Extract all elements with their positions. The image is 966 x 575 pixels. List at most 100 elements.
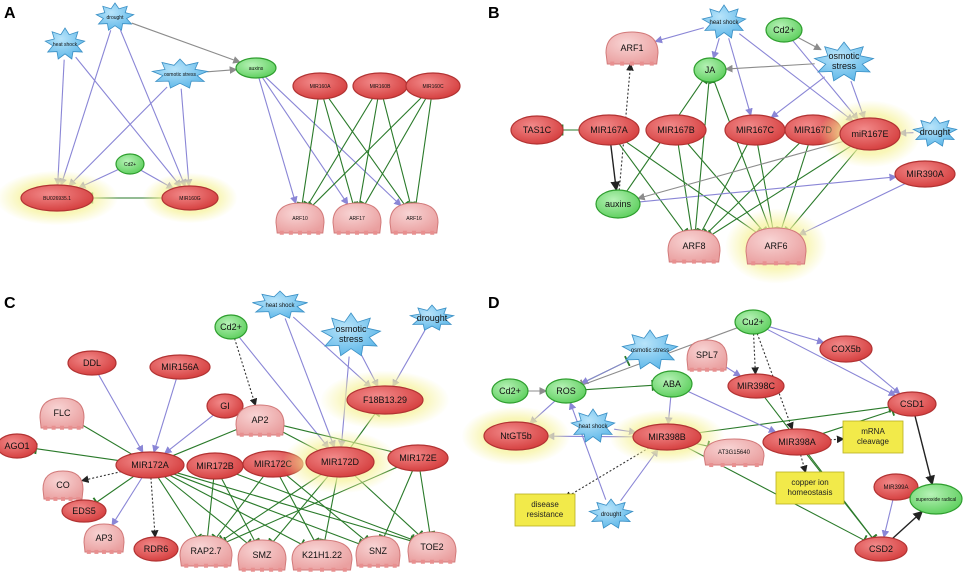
target-gene-node-shape	[332, 202, 382, 234]
node-d-mir398c: MIR398C	[727, 373, 785, 399]
stress-node-star	[621, 329, 679, 370]
gene-foot-shape	[649, 61, 654, 66]
edge-b_heat-to-b_ja	[711, 38, 720, 60]
node-b-mir167e: miR167E	[819, 100, 921, 168]
edge-b_arf6-to-b_ja	[708, 78, 771, 229]
node-d-csd2: CSD2	[854, 536, 908, 562]
node-b-mir167b: MIR167B	[645, 114, 707, 146]
node-c-co: CO	[42, 470, 84, 501]
gene-foot-shape	[421, 230, 426, 235]
gene-foot-shape	[743, 463, 748, 468]
edge-b_auxins-to-b_arf1	[618, 62, 634, 191]
node-c-ago1: AGO1	[0, 433, 38, 459]
node-label: MIR399A	[883, 485, 908, 491]
gene-foot-shape	[367, 563, 372, 568]
node-c-mir172b: MIR172B	[186, 452, 244, 480]
stress-node-star	[912, 116, 958, 147]
gene-foot-shape	[269, 567, 274, 572]
gene-foot-shape	[260, 567, 264, 572]
panel-letter-d: D	[488, 295, 500, 312]
edge-b_auxins-to-b_mir390a	[639, 173, 898, 203]
node-d-mir399a: MIR399A	[873, 473, 919, 501]
edge-d_mir398a-to-d_copper	[800, 454, 808, 474]
node-d-spl7: SPL7	[686, 339, 728, 372]
node-d-ros: ROS	[545, 378, 587, 404]
edge-b_osm-to-b_mir167c	[770, 76, 826, 119]
edge-c_mir172a-to-c_snz	[173, 473, 362, 550]
gene-foot-shape	[279, 230, 284, 235]
node-label: CSD1	[900, 399, 924, 409]
node-label: miR167E	[851, 129, 888, 139]
gene-foot-shape	[248, 432, 253, 437]
node-label: drought	[601, 512, 622, 518]
node-label: heat shock	[578, 424, 608, 430]
node-a-mir160c: MIR160C	[405, 72, 461, 100]
node-label: NtGT5b	[500, 431, 532, 441]
node-label: MIR398A	[778, 437, 816, 447]
node-label: TAS1C	[523, 125, 552, 135]
node-label: MIR167D	[794, 125, 833, 135]
gene-foot-shape	[762, 261, 767, 266]
edge-c_mir156a-to-c_mir172a	[152, 378, 177, 454]
stress-node-star	[588, 498, 634, 529]
edge-d_cu-to-d_csd1	[766, 328, 897, 397]
gene-foot-shape	[630, 61, 634, 66]
gene-foot-shape	[223, 563, 228, 568]
node-label: MIR172D	[321, 457, 360, 467]
node-label: ARF8	[682, 241, 705, 251]
gene-foot-shape	[288, 230, 293, 235]
mirna-node-shape	[762, 428, 832, 456]
mirna-node-shape	[632, 423, 702, 451]
edge-a_osm-to-a_mir160g	[180, 88, 193, 188]
node-d-cox5b: COX5b	[819, 335, 873, 363]
gene-foot-shape	[76, 496, 81, 501]
edge-a_mir160a-to-a_arf10	[296, 98, 319, 206]
network-edges	[34, 22, 935, 550]
node-c-rdr6: RDR6	[133, 536, 179, 562]
node-c-drought: drought	[408, 304, 456, 331]
gene-foot-shape	[754, 463, 759, 468]
mirna-node-shape	[405, 72, 461, 100]
node-label: DDL	[83, 358, 101, 368]
edge-c_mir172a-to-c_rap27	[157, 477, 203, 542]
edge-a_drought-to-a_auxins	[131, 22, 241, 64]
node-label: RDR6	[144, 544, 169, 554]
node-d-osm: osmotic stress	[621, 329, 679, 370]
gene-foot-shape	[620, 61, 625, 66]
node-label: SPL7	[696, 350, 718, 360]
node-c-flc: FLC	[39, 397, 85, 430]
node-c-cd: Cd2+	[214, 314, 248, 340]
gene-foot-shape	[117, 549, 122, 554]
node-label: superoxide radical	[916, 497, 957, 503]
edge-a_osm-to-a_bu	[68, 86, 168, 187]
node-a-auxins: auxins	[235, 57, 277, 79]
gene-foot-shape	[68, 496, 73, 501]
gene-foot-shape	[61, 496, 65, 501]
edge-a_mir160c-to-a_arf17	[359, 98, 427, 208]
node-label: MIR398B	[648, 432, 686, 442]
node-label: BU026935.1	[43, 196, 71, 202]
node-b-heat: heat shock	[701, 4, 747, 39]
node-d-cd: Cd2+	[491, 378, 529, 404]
gene-foot-shape	[320, 567, 324, 572]
node-label: GI	[220, 401, 230, 411]
node-label: Cd2+	[499, 386, 521, 396]
node-a-drought: drought	[95, 2, 135, 31]
edge-b_mir167c-to-b_arf8	[696, 143, 749, 235]
edge-d_mir398a-to-d_mrna	[829, 435, 845, 444]
node-label: SNZ	[369, 546, 388, 556]
edge-c_mir172a-to-c_ap2	[172, 422, 244, 457]
node-label: EDS5	[72, 506, 96, 516]
node-c-smz: SMZ	[237, 539, 287, 572]
gene-foot-shape	[430, 559, 434, 564]
gene-foot-shape	[420, 559, 425, 564]
node-label: drought	[107, 15, 125, 21]
gene-foot-shape	[672, 259, 677, 264]
